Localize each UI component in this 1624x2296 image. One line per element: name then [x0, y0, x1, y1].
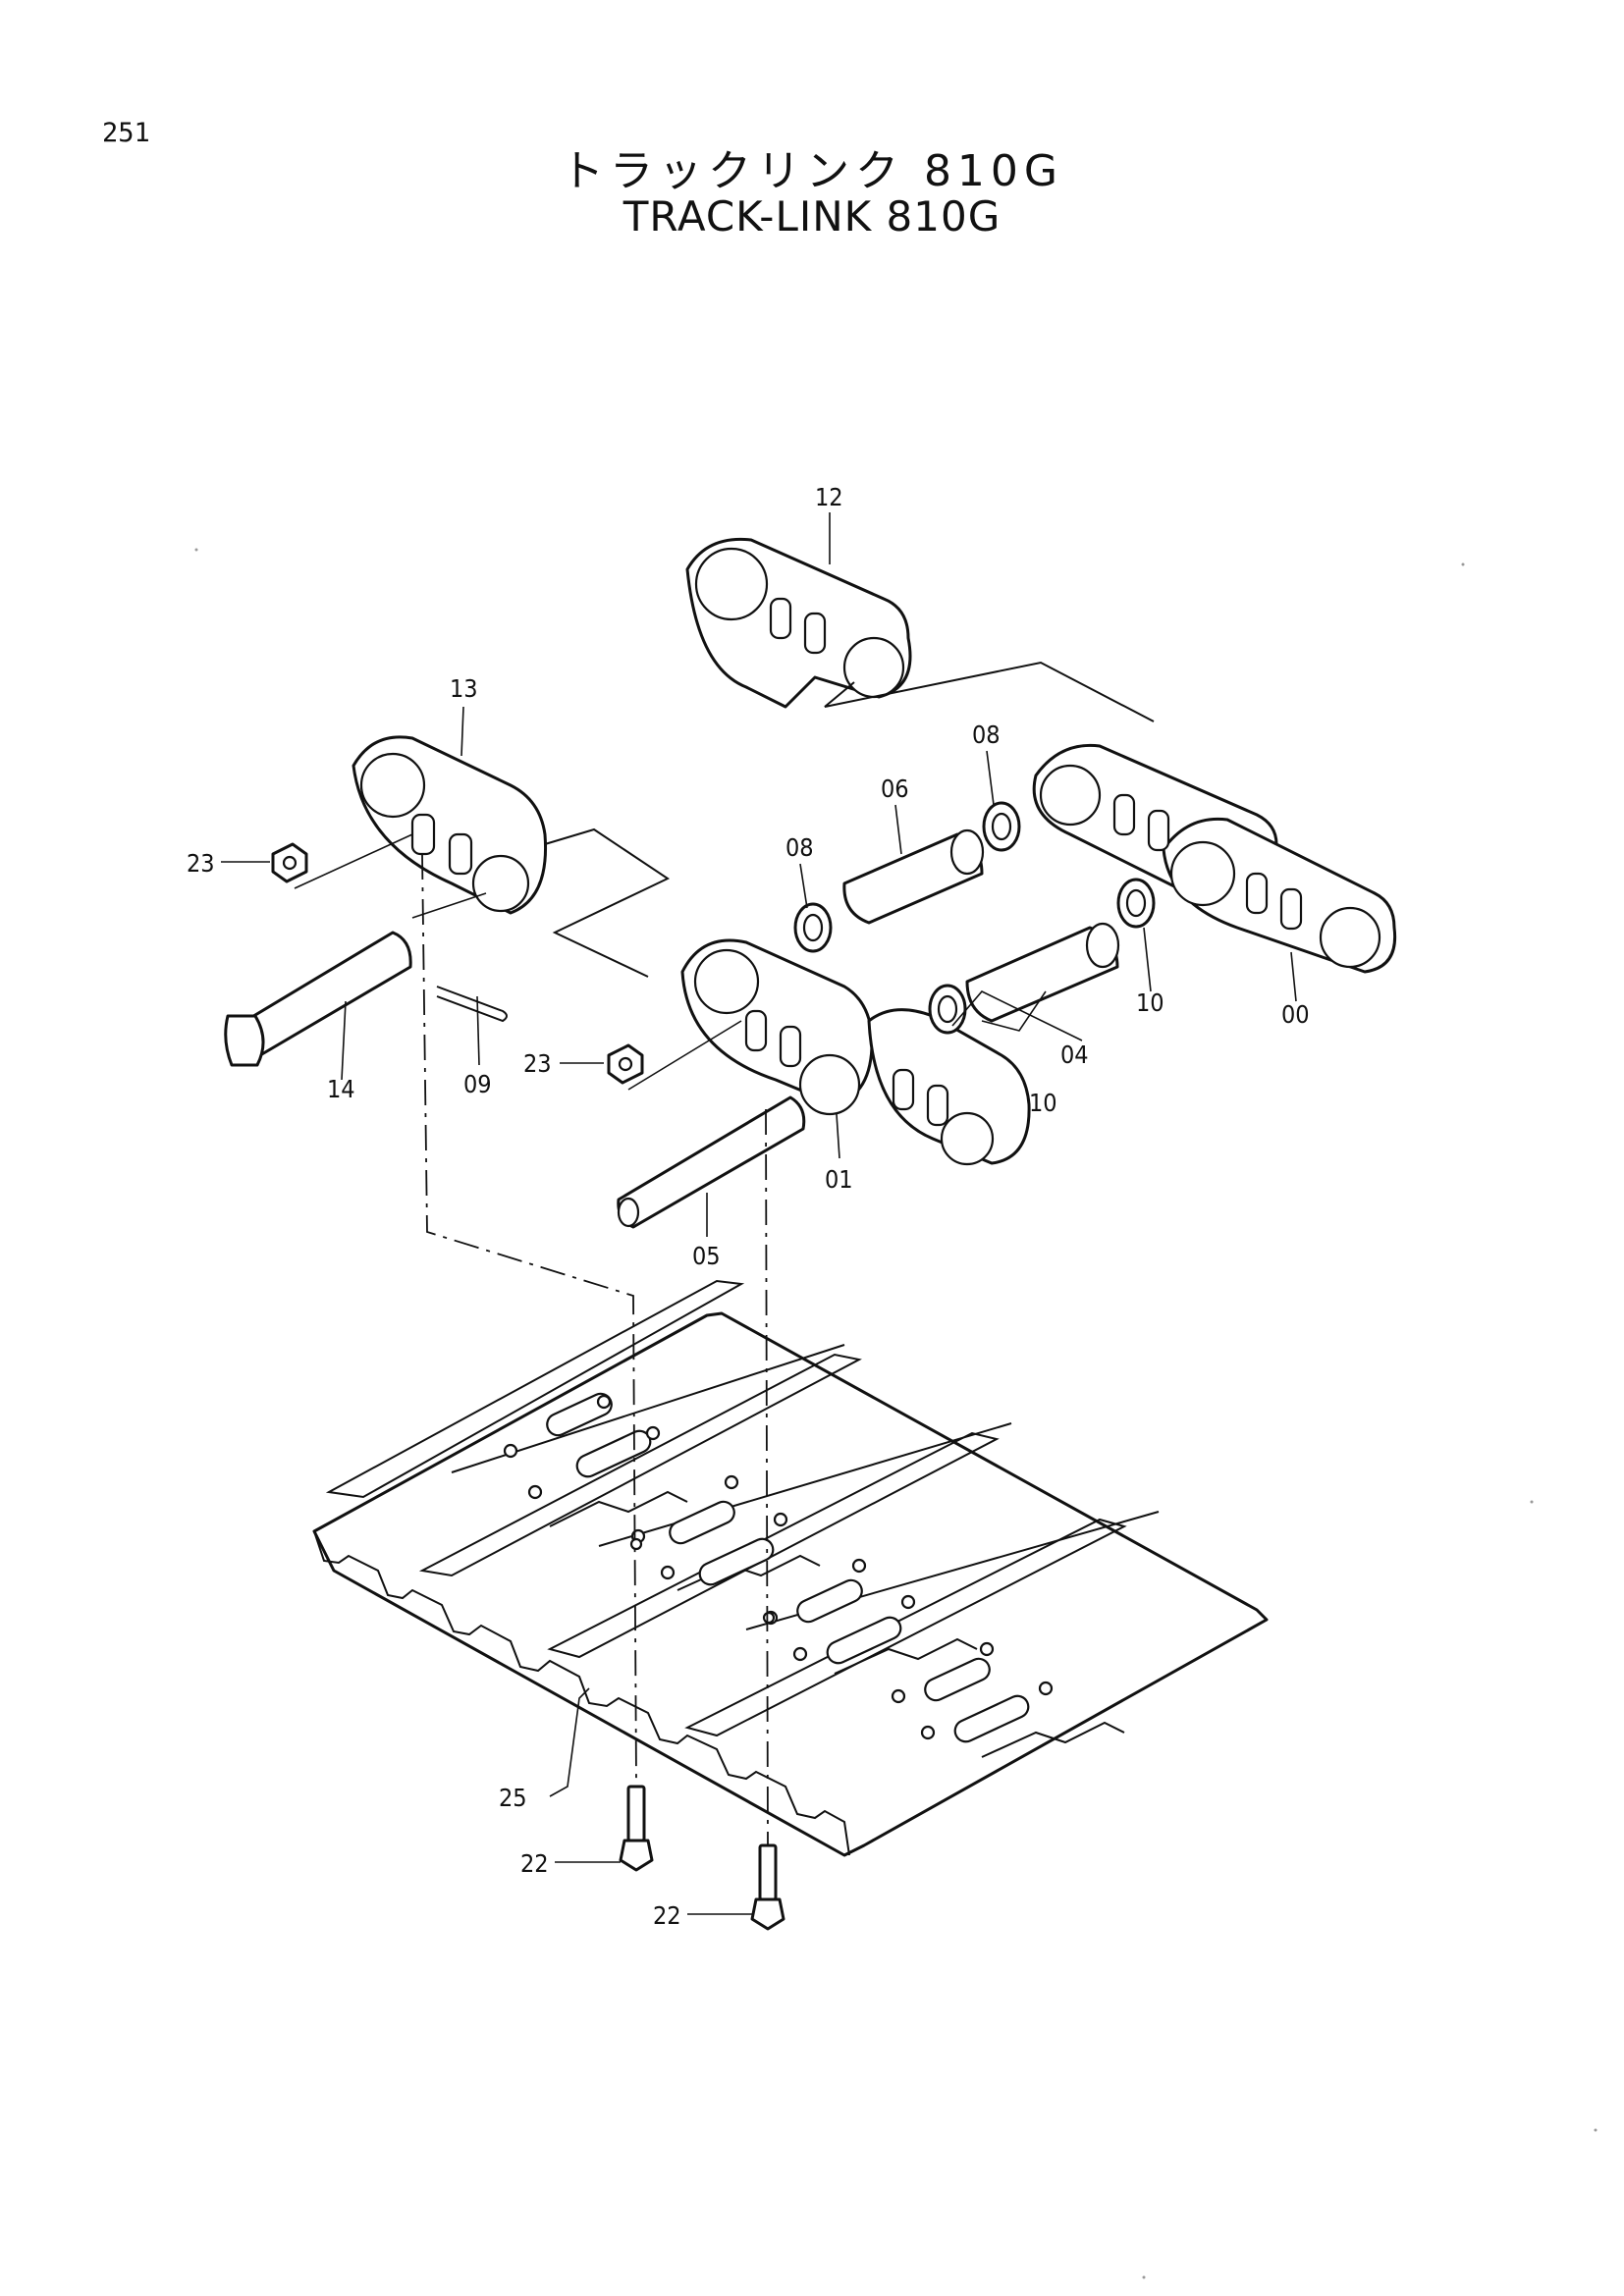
- seal-ring-08-a: [793, 902, 833, 953]
- callout-22-left: 22: [520, 1849, 549, 1878]
- link-assembly-00: [1032, 743, 1397, 974]
- seal-ring-08-b: [982, 801, 1021, 852]
- callout-00: 00: [1281, 1000, 1310, 1029]
- page-number: 251: [102, 118, 150, 148]
- cotter-pin-09: [436, 986, 508, 1023]
- callout-08-left: 08: [785, 833, 814, 862]
- callout-04: 04: [1060, 1041, 1089, 1069]
- bushing-04: [965, 922, 1120, 1023]
- track-shoe-plate: [312, 1279, 1269, 1857]
- leader-lines: [221, 512, 1297, 1915]
- callout-25: 25: [499, 1784, 527, 1812]
- bushing-06: [842, 828, 985, 925]
- callout-05: 05: [692, 1242, 721, 1270]
- scan-specks: [194, 548, 1597, 2279]
- callout-08-right: 08: [972, 721, 1001, 749]
- title-japanese: トラックリンク 810G: [560, 146, 1064, 196]
- track-link-01: [680, 938, 1031, 1166]
- callout-23-upper: 23: [187, 849, 215, 878]
- seal-ring-10-a: [928, 984, 967, 1035]
- shoe-slot-holes: [546, 1392, 1030, 1743]
- callout-10-left: 10: [1029, 1089, 1057, 1117]
- track-link-13: [352, 735, 671, 978]
- track-link-12: [685, 537, 1155, 722]
- seal-ring-10-b: [1116, 878, 1156, 929]
- callout-09: 09: [463, 1070, 492, 1098]
- master-pin-14: [224, 931, 412, 1067]
- callout-23-lower: 23: [523, 1049, 552, 1078]
- callout-10-right: 10: [1136, 988, 1164, 1017]
- callout-12: 12: [815, 483, 843, 511]
- shoe-bolt-22-b: [750, 1843, 785, 1931]
- title-english: TRACK-LINK 810G: [623, 192, 1001, 240]
- nut-23-a: [271, 842, 308, 883]
- callout-22-right: 22: [653, 1901, 681, 1930]
- alignment-lines: [294, 833, 769, 1846]
- callout-labels: 12 13 23 08 06 08 14 09 23 10 04 10 00 0…: [187, 483, 1310, 1930]
- nut-23-b: [607, 1043, 644, 1085]
- track-pin-05: [617, 1095, 806, 1229]
- callout-01: 01: [825, 1165, 853, 1194]
- shoe-bolt-22-a: [619, 1785, 654, 1872]
- callout-06: 06: [881, 774, 909, 803]
- callout-14: 14: [327, 1075, 355, 1103]
- callout-13: 13: [450, 674, 478, 703]
